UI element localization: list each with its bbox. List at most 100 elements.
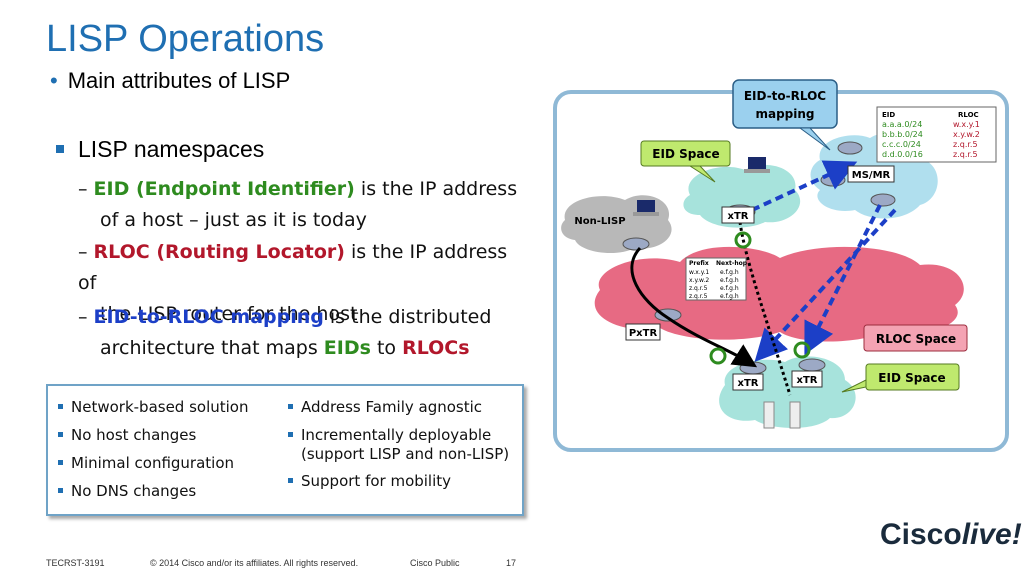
- map-eid: b.b.b.0/24: [882, 130, 923, 139]
- rlocs-word: RLOCs: [402, 337, 470, 359]
- map-table-header: RLOC: [958, 111, 979, 119]
- eid-space-pointer: [688, 165, 716, 183]
- xtr-bottom-left-box: [732, 373, 764, 391]
- route-table: [685, 257, 747, 301]
- encap-icon: [709, 347, 727, 365]
- rloc-line2: the LISP router for the host: [100, 303, 358, 325]
- xtr-bottom-right-label: xTR: [797, 375, 818, 386]
- feature-item: No DNS changes: [58, 482, 249, 501]
- map-rloc: z.q.r.5: [953, 140, 978, 149]
- route-nexthop: e.f.g.h: [720, 269, 739, 276]
- namespaces-heading-text: LISP namespaces: [78, 136, 265, 162]
- map-reply-arrow: [754, 208, 897, 362]
- to-word: to: [370, 337, 403, 359]
- page-title: LISP Operations: [46, 18, 325, 60]
- map-eid: a.a.a.0/24: [882, 120, 922, 129]
- feature-text: Network-based solution: [71, 398, 249, 416]
- mapping-callout-pointer: [798, 127, 831, 151]
- mapping-line2-text: architecture that maps: [100, 337, 324, 359]
- laptop-icon: [744, 157, 770, 173]
- feature-text: Support for mobility: [301, 472, 452, 490]
- bullet-square: [56, 145, 64, 153]
- router-icon: [739, 361, 767, 375]
- pxtr-label: PxTR: [629, 328, 658, 339]
- feature-text: No host changes: [71, 426, 197, 444]
- router-icon: [837, 141, 863, 155]
- traffic-path: [738, 221, 792, 396]
- ms-mr-box: [847, 165, 895, 183]
- eid-cloud-bottom: [719, 356, 856, 428]
- route-prefix: w.x.y.1: [689, 269, 709, 276]
- map-rloc: w.x.y.1: [953, 120, 980, 129]
- logo-cisco: Cisco: [880, 518, 962, 551]
- pxtr-box: [625, 323, 661, 341]
- features-left-list: Network-based solution No host changes M…: [58, 398, 249, 511]
- rloc-rest: is the IP address of: [78, 241, 508, 294]
- map-table-header: EID: [882, 111, 895, 119]
- rloc-space-label: [863, 324, 968, 352]
- map-rloc: x.y.w.2: [953, 130, 980, 139]
- encap-icon: [734, 231, 752, 249]
- mapping-callout-line2: mapping: [755, 107, 814, 121]
- route-prefix: z.q.r.5: [689, 285, 708, 292]
- map-eid: c.c.c.0/24: [882, 140, 921, 149]
- map-rloc: z.q.r.5: [953, 150, 978, 159]
- definition-mapping: – EID-to-RLOC mapping is the distributed…: [78, 302, 518, 364]
- eid-space-top-text: EID Space: [652, 147, 719, 161]
- feature-item: Network-based solution: [58, 398, 249, 417]
- eid-line2: of a host – just as it is today: [100, 209, 367, 231]
- route-table-header: Next-hop: [716, 260, 748, 267]
- logo-live: live!: [961, 518, 1022, 551]
- ms-mr-label: MS/MR: [852, 170, 891, 181]
- bullet-square: [288, 404, 293, 409]
- footer-classification: Cisco Public: [410, 558, 460, 568]
- laptop-icon: [633, 200, 659, 216]
- route-nexthop: e.f.g.h: [720, 277, 739, 284]
- route-table-header: Prefix: [689, 260, 709, 267]
- footer-copyright: © 2014 Cisco and/or its affiliates. All …: [150, 558, 359, 568]
- feature-text: No DNS changes: [71, 482, 197, 500]
- map-reply-arrow: [804, 204, 882, 356]
- feature-item: Address Family agnostic: [288, 398, 509, 417]
- mapping-callout: [732, 79, 838, 129]
- feature-text: Minimal configuration: [71, 454, 235, 472]
- eid-space-label-bottom: [865, 363, 960, 391]
- xtr-bottom-right-box: [791, 370, 823, 388]
- xtr-top-box: [721, 206, 755, 224]
- route-prefix: x.y.w.2: [689, 277, 709, 284]
- subtitle: •Main attributes of LISP: [50, 68, 290, 94]
- dash: –: [78, 178, 94, 200]
- router-icon: [870, 193, 896, 207]
- xtr-top-label: xTR: [728, 211, 749, 222]
- traffic-arrow: [630, 246, 758, 368]
- namespaces-heading: LISP namespaces: [56, 136, 264, 163]
- mapping-callout-line1: EID-to-RLOC: [744, 89, 826, 103]
- eid-term: EID (Endpoint Identifier): [93, 178, 355, 200]
- mapping-term: EID-to-RLOC mapping: [93, 306, 324, 328]
- bullet-square: [58, 488, 63, 493]
- map-request-arrow: [751, 160, 858, 212]
- feature-text: Incrementally deployable: [301, 426, 492, 444]
- rloc-space-text: RLOC Space: [876, 332, 956, 346]
- definition-eid: – EID (Endpoint Identifier) is the IP ad…: [78, 174, 518, 236]
- server-icon: [763, 401, 801, 429]
- eid-space-label-top: [640, 140, 731, 167]
- mapping-table: [876, 106, 997, 163]
- xtr-bottom-left-label: xTR: [738, 378, 759, 389]
- dash: –: [78, 306, 94, 328]
- footer-page-number: 17: [506, 558, 517, 568]
- bullet-dot: •: [50, 68, 58, 93]
- route-nexthop: e.f.g.h: [720, 285, 739, 292]
- rloc-term: RLOC (Routing Locator): [93, 241, 345, 263]
- map-eid: d.d.0.0/16: [882, 150, 923, 159]
- features-right-list: Address Family agnostic Incrementally de…: [288, 398, 509, 501]
- router-icon: [622, 237, 650, 251]
- bullet-square: [58, 432, 63, 437]
- features-box: Network-based solution No host changes M…: [46, 384, 524, 516]
- route-nexthop: e.f.g.h: [720, 293, 739, 300]
- feature-item: Support for mobility: [288, 472, 509, 491]
- bullet-square: [58, 404, 63, 409]
- cisco-live-logo: Ciscolive!: [880, 518, 1022, 552]
- eid-space-bottom-pointer: [841, 379, 867, 393]
